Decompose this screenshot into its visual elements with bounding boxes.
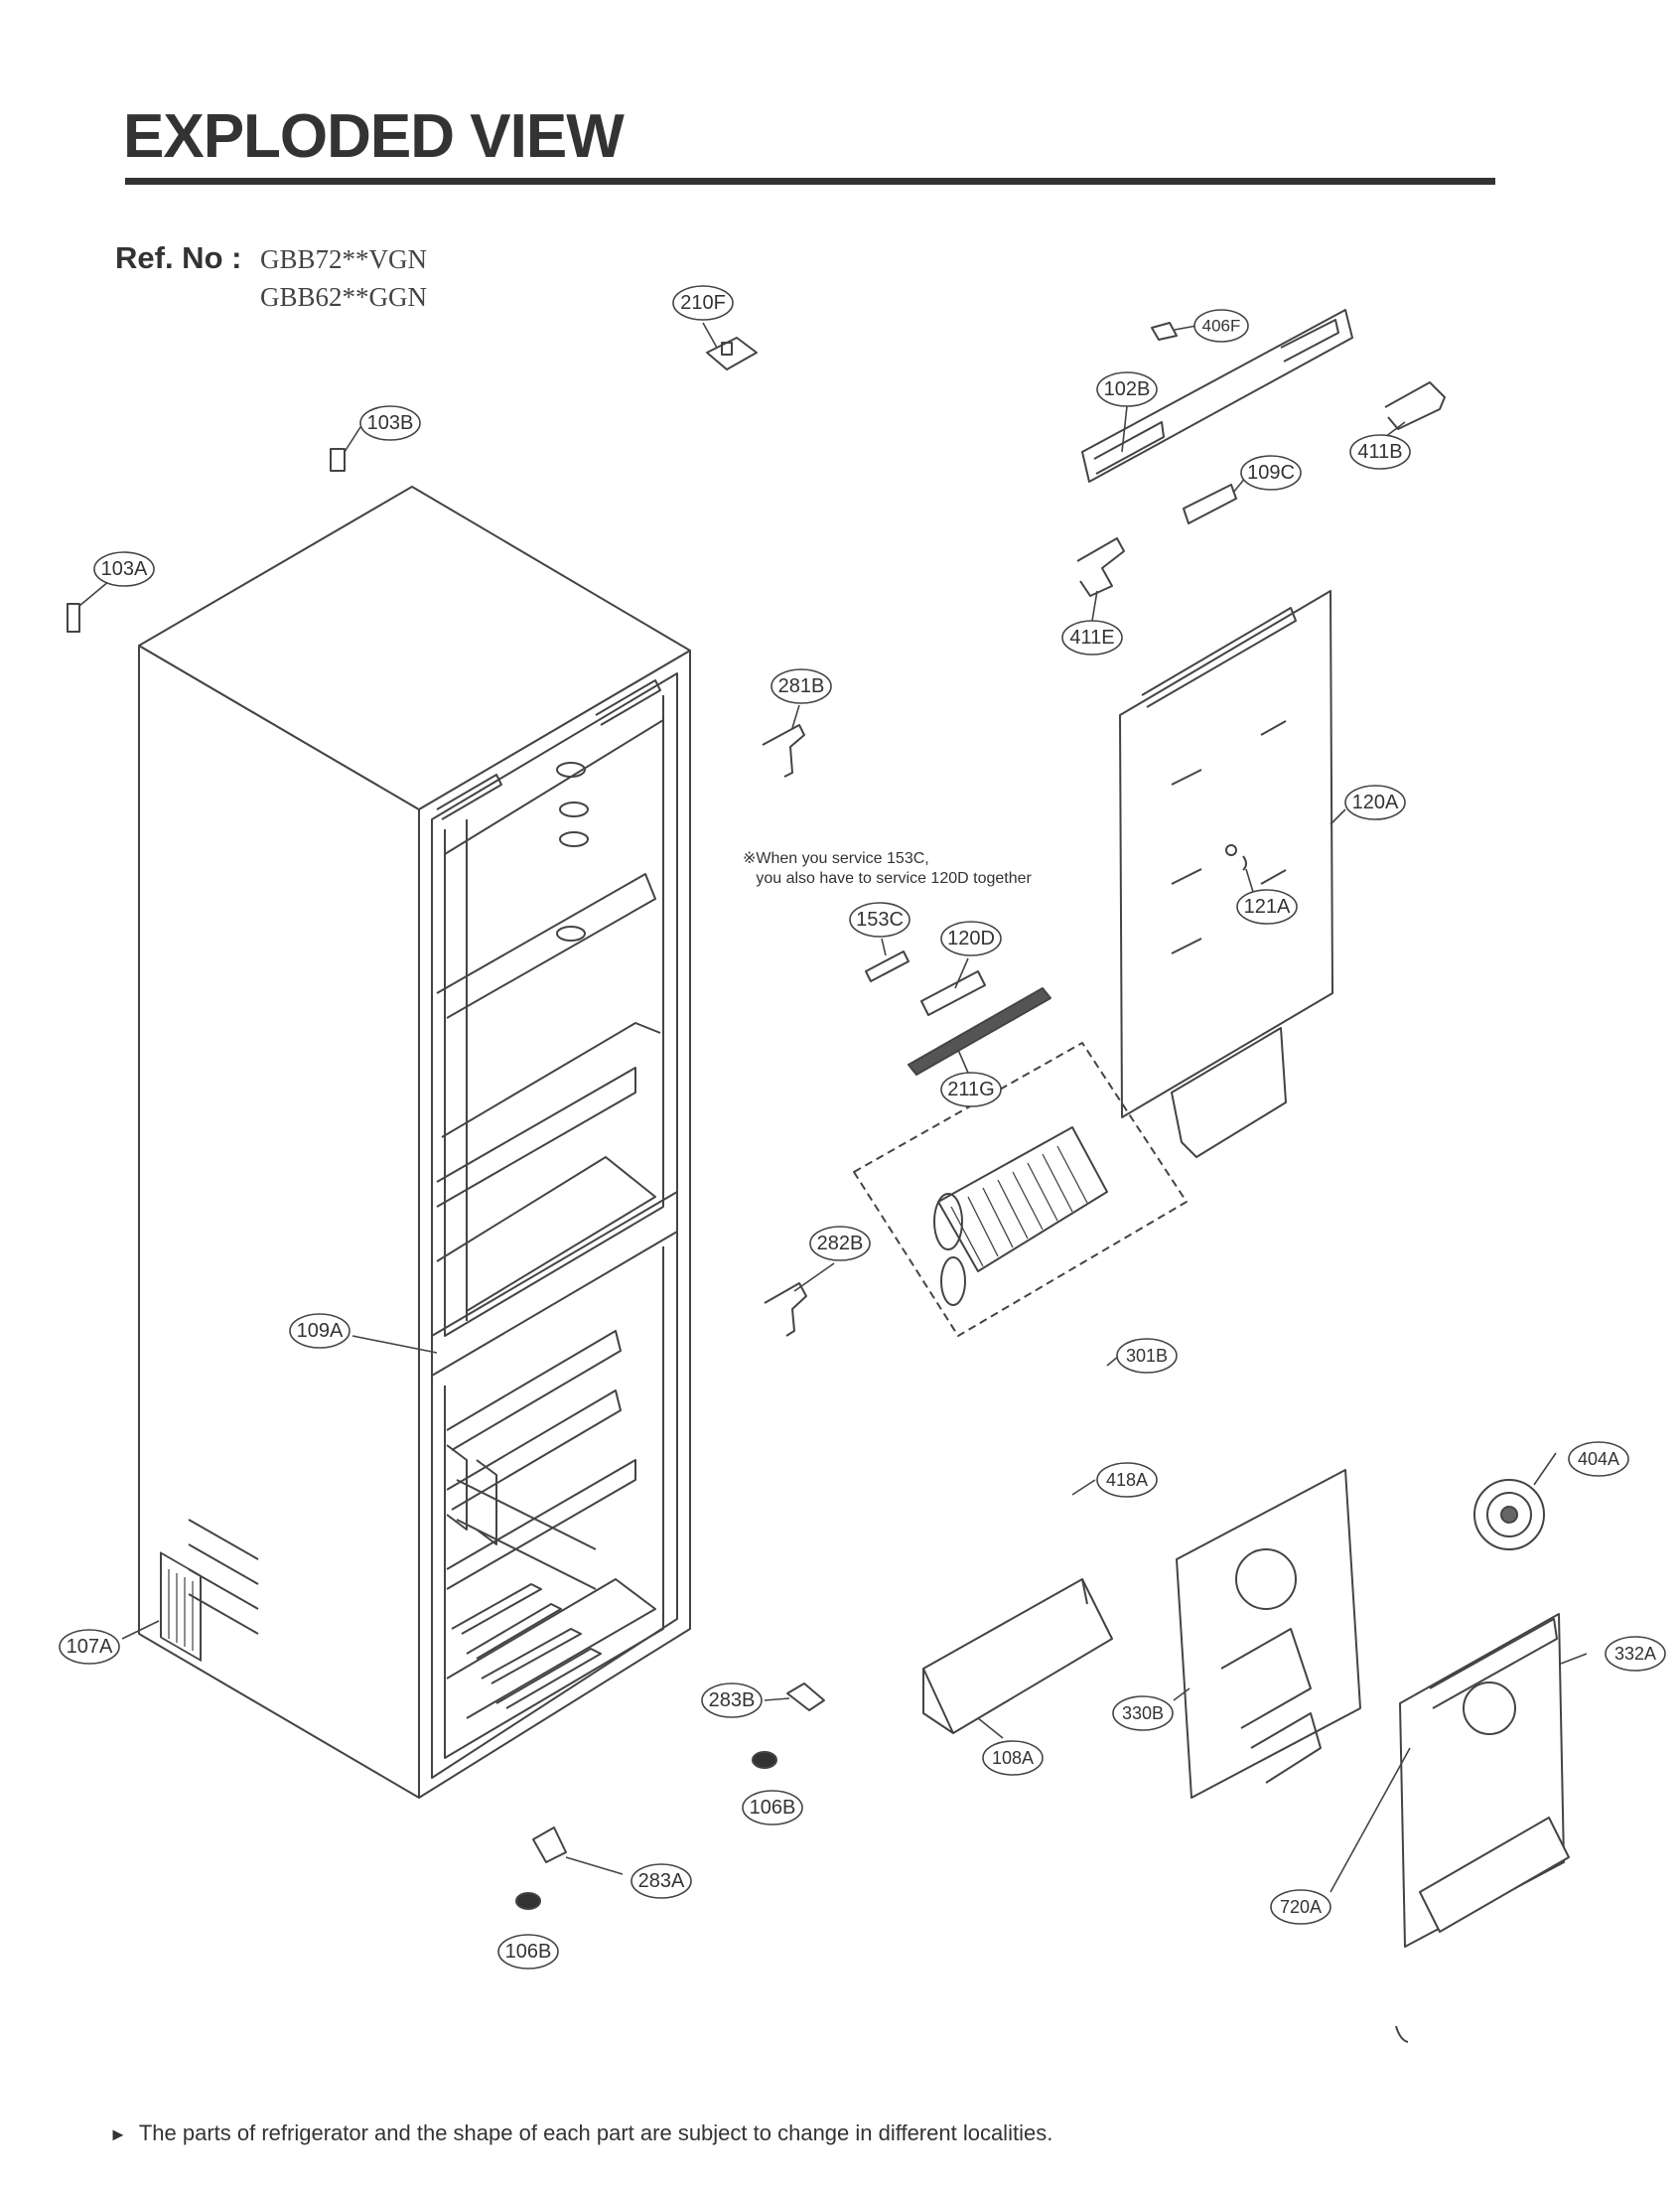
callout-211G: 211G — [947, 1079, 994, 1100]
callout-330B: 330B — [1122, 1703, 1164, 1723]
callout-411B: 411B — [1357, 441, 1402, 463]
callout-106B-upper: 106B — [750, 1797, 796, 1819]
callout-oval — [1193, 309, 1249, 343]
callout-106B-lower: 106B — [505, 1941, 552, 1963]
callout-283B: 283B — [709, 1689, 756, 1711]
callout-oval — [809, 1226, 871, 1261]
callout-oval — [1061, 620, 1123, 656]
callout-102B: 102B — [1104, 378, 1151, 400]
callout-411E: 411E — [1069, 627, 1114, 649]
callout-oval — [940, 921, 1002, 956]
service-note: ※When you service 153C, you also have to… — [743, 850, 1032, 887]
callout-107A: 107A — [67, 1636, 113, 1658]
title-underline — [125, 178, 1495, 185]
callout-oval — [359, 405, 421, 441]
footer-text: The parts of refrigerator and the shape … — [138, 2120, 1053, 2145]
model-number-1: GBB72**VGN — [260, 244, 428, 274]
model-number-2: GBB62**GGN — [260, 282, 428, 312]
callout-oval — [742, 1790, 803, 1826]
callout-oval — [1344, 785, 1406, 820]
callout-281B: 281B — [778, 675, 825, 697]
callout-oval — [982, 1740, 1044, 1776]
callout-oval — [1096, 371, 1158, 407]
callout-282B: 282B — [817, 1233, 864, 1254]
callout-oval — [1349, 434, 1411, 470]
callout-oval — [1568, 1441, 1629, 1477]
page-title: EXPLODED VIEW — [123, 102, 625, 171]
callout-120D: 120D — [947, 928, 995, 949]
callout-108A: 108A — [992, 1748, 1034, 1768]
ref-no-label: Ref. No : — [115, 240, 242, 275]
callout-103B: 103B — [367, 412, 414, 434]
callout-418A: 418A — [1106, 1470, 1148, 1490]
callout-oval — [59, 1629, 120, 1665]
callout-oval — [497, 1934, 559, 1970]
callout-109A: 109A — [297, 1320, 344, 1342]
callout-720A: 720A — [1280, 1897, 1322, 1917]
callout-153C: 153C — [856, 909, 904, 931]
callout-oval — [849, 902, 910, 938]
callout-oval — [1240, 455, 1302, 491]
callout-121A: 121A — [1244, 896, 1291, 918]
cabinet-drawing — [138, 486, 691, 1799]
callout-103A: 103A — [101, 558, 148, 580]
callout-oval — [1270, 1889, 1331, 1925]
callout-404A: 404A — [1578, 1449, 1619, 1469]
callout-oval — [940, 1072, 1002, 1107]
callout-210F: 210F — [680, 292, 726, 314]
arrow-right-icon: ► — [109, 2124, 127, 2144]
callout-301B: 301B — [1126, 1346, 1168, 1366]
callout-oval — [701, 1682, 763, 1718]
callout-oval — [1096, 1462, 1158, 1498]
callout-332A: 332A — [1614, 1644, 1656, 1664]
callout-109C: 109C — [1247, 462, 1295, 484]
callout-120A: 120A — [1352, 792, 1399, 813]
callout-oval — [770, 668, 832, 704]
callout-oval — [672, 285, 734, 321]
callout-oval — [1116, 1338, 1178, 1374]
callout-oval — [93, 551, 155, 587]
callout-oval — [630, 1863, 692, 1899]
callout-406F: 406F — [1202, 317, 1241, 336]
footer-note: ► The parts of refrigerator and the shape… — [109, 2120, 1052, 2146]
callout-oval — [289, 1313, 350, 1349]
callout-oval — [1236, 889, 1298, 925]
callout-283A: 283A — [638, 1870, 685, 1892]
callout-oval — [1112, 1695, 1174, 1731]
callout-oval — [1605, 1636, 1666, 1672]
